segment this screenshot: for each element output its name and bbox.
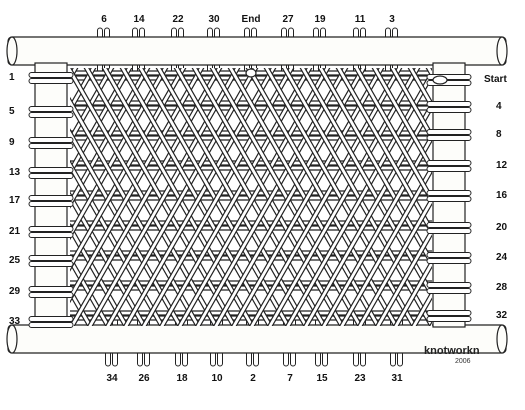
left-post-wrap xyxy=(28,226,74,232)
left-post-wrap xyxy=(28,255,74,261)
bottom-label: 18 xyxy=(176,373,188,384)
triaxial-weave xyxy=(0,60,525,340)
top-bar xyxy=(7,36,507,66)
top-label: 30 xyxy=(208,14,220,25)
bottom-label: 34 xyxy=(106,373,118,384)
right-post-wrap xyxy=(426,166,472,172)
left-label: 13 xyxy=(9,167,21,178)
right-label: 24 xyxy=(496,252,508,263)
weave-strand xyxy=(514,60,525,340)
weave-strand xyxy=(393,257,432,326)
top-label: 14 xyxy=(133,14,145,25)
right-post-wrap xyxy=(426,196,472,202)
left-label: 29 xyxy=(9,286,21,297)
end-loop xyxy=(245,68,257,78)
bottom-bar-end-right xyxy=(496,324,508,354)
bottom-label: 26 xyxy=(138,373,150,384)
left-post-wrap xyxy=(28,137,74,143)
left-post-wrap xyxy=(28,261,74,267)
bottom-label: 10 xyxy=(211,373,223,384)
cord-wraps xyxy=(28,68,472,328)
right-post-wrap xyxy=(426,288,472,294)
left-post-wrap xyxy=(28,112,74,118)
weave-strand xyxy=(339,163,432,326)
left-post-wrap xyxy=(28,78,74,84)
weave-strand xyxy=(357,194,432,326)
top-label: 22 xyxy=(172,14,184,25)
right-post-wrap xyxy=(426,252,472,258)
right-label: 16 xyxy=(496,190,508,201)
right-post-wrap xyxy=(426,190,472,196)
top-bar-end-left xyxy=(6,36,18,66)
start-loop xyxy=(432,75,448,85)
left-label: 5 xyxy=(9,106,15,117)
left-label: 9 xyxy=(9,137,15,148)
top-label: 27 xyxy=(282,14,294,25)
right-label: 28 xyxy=(496,282,508,293)
right-post-wrap xyxy=(426,160,472,166)
left-post-wrap xyxy=(28,286,74,292)
right-post-wrap xyxy=(426,222,472,228)
watermark-name: knotworkn xyxy=(424,345,480,357)
right-post-wrap xyxy=(426,310,472,316)
watermark-year: 2006 xyxy=(455,358,471,365)
bottom-label: 7 xyxy=(287,373,293,384)
left-post-wrap xyxy=(28,316,74,322)
right-label: Start xyxy=(484,74,507,85)
bottom-label: 23 xyxy=(354,373,366,384)
right-post-wrap xyxy=(426,282,472,288)
right-post-wrap xyxy=(426,135,472,141)
left-post-wrap xyxy=(28,143,74,149)
left-post-wrap xyxy=(28,106,74,112)
bottom-bar-end-left xyxy=(6,324,18,354)
right-label: 4 xyxy=(496,101,502,112)
left-post-wrap xyxy=(28,322,74,328)
weave-strand xyxy=(321,131,432,326)
top-label: 6 xyxy=(101,14,107,25)
right-label: 32 xyxy=(496,310,508,321)
weave-strand xyxy=(0,60,8,340)
left-post-wrap xyxy=(28,201,74,207)
top-label: End xyxy=(241,14,261,25)
left-label: 21 xyxy=(9,226,21,237)
left-label: 33 xyxy=(9,316,21,327)
weave-strand xyxy=(389,68,432,143)
left-label: 17 xyxy=(9,195,21,206)
right-post-wrap xyxy=(426,258,472,264)
left-post-wrap xyxy=(28,167,74,173)
right-post-wrap xyxy=(426,107,472,113)
bottom-label: 31 xyxy=(391,373,403,384)
left-label: 25 xyxy=(9,255,21,266)
top-label: 19 xyxy=(314,14,326,25)
bottom-label: 15 xyxy=(316,373,328,384)
right-label: 12 xyxy=(496,160,508,171)
top-label: 3 xyxy=(389,14,395,25)
weave-strand xyxy=(353,68,432,206)
right-post-wrap xyxy=(426,101,472,107)
right-label: 8 xyxy=(496,129,502,140)
left-post-wrap xyxy=(28,232,74,238)
right-label: 20 xyxy=(496,222,508,233)
right-post-wrap xyxy=(426,228,472,234)
weave-strand xyxy=(514,60,525,340)
weave-strand xyxy=(371,68,432,174)
left-post-wrap xyxy=(28,173,74,179)
top-bar-end-right xyxy=(496,36,508,66)
left-post-wrap xyxy=(28,72,74,78)
top-label: 11 xyxy=(354,14,366,25)
left-post-wrap xyxy=(28,292,74,298)
right-post-wrap xyxy=(426,129,472,135)
weave-strand xyxy=(375,226,432,326)
bottom-label: 2 xyxy=(250,373,256,384)
right-post-wrap xyxy=(426,316,472,322)
left-post-wrap xyxy=(28,195,74,201)
left-label: 1 xyxy=(9,72,15,83)
weave-strand xyxy=(0,60,8,340)
